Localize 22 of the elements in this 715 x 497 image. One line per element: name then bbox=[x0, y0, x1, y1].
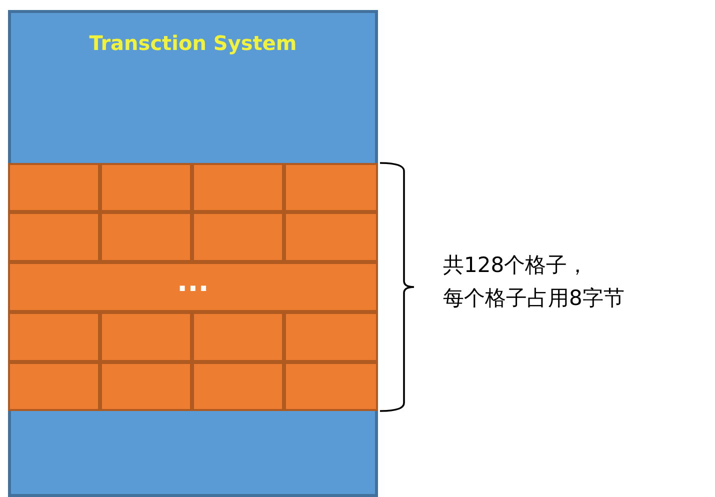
memory-cell bbox=[284, 312, 378, 362]
memory-cell bbox=[284, 212, 378, 262]
memory-cell bbox=[100, 212, 192, 262]
memory-cell bbox=[100, 312, 192, 362]
memory-cell bbox=[100, 362, 192, 411]
memory-cell bbox=[192, 362, 284, 411]
memory-cell bbox=[100, 163, 192, 212]
memory-cell bbox=[8, 212, 100, 262]
memory-cell bbox=[192, 212, 284, 262]
memory-cell bbox=[284, 163, 378, 212]
memory-cell bbox=[8, 312, 100, 362]
system-title: Transction System bbox=[88, 31, 298, 55]
memory-cell bbox=[8, 362, 100, 411]
memory-cell bbox=[8, 163, 100, 212]
memory-cell bbox=[192, 312, 284, 362]
memory-cell bbox=[284, 362, 378, 411]
note-text: 共128个格子， bbox=[443, 255, 588, 276]
memory-cell bbox=[192, 163, 284, 212]
ellipsis: ... bbox=[177, 268, 209, 296]
system-block bbox=[8, 10, 378, 497]
note-text: 每个格子占用8字节 bbox=[443, 288, 624, 309]
memory-row bbox=[8, 262, 378, 312]
